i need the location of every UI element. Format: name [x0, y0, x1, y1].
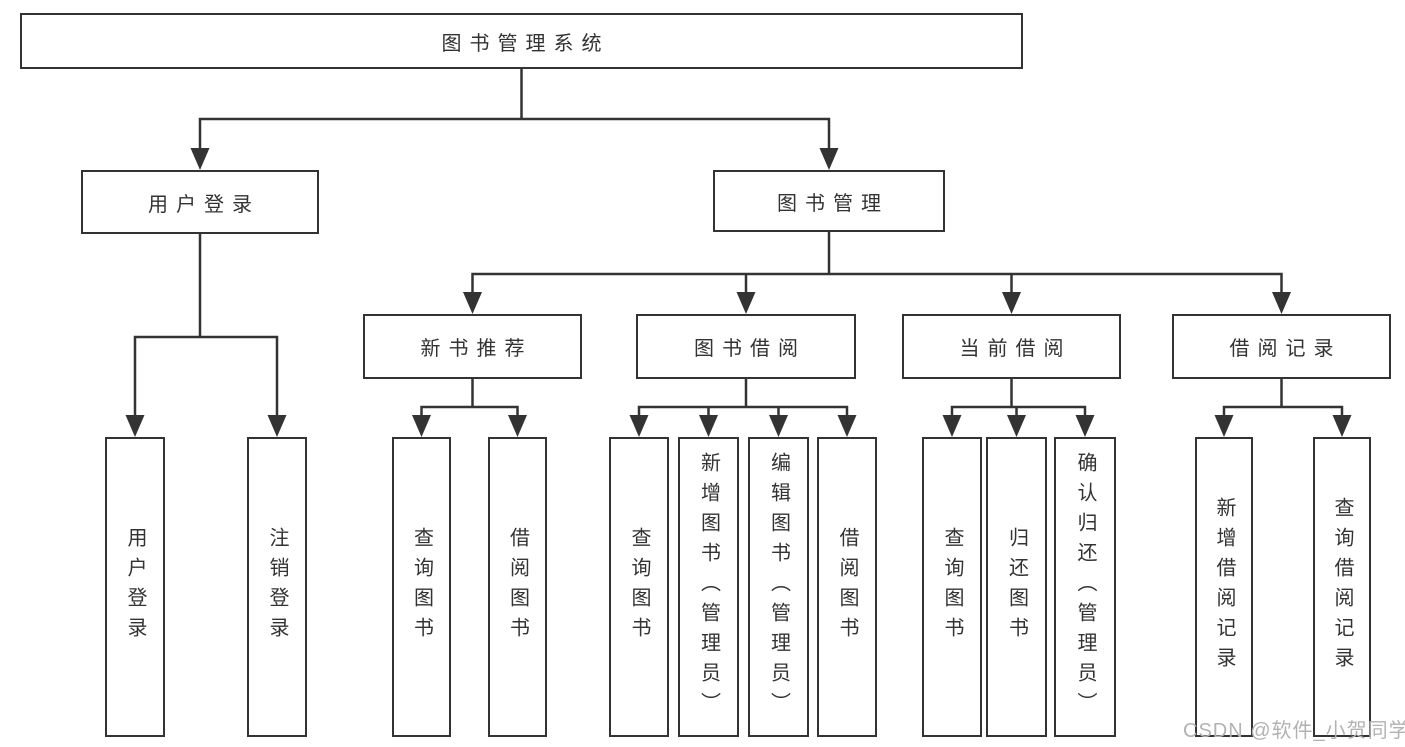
- node-library-system-label: 图书管理系统: [441, 32, 610, 55]
- node-user-login: 用户登录: [81, 170, 319, 234]
- arrowhead: [699, 415, 718, 437]
- node-current-borrowing: 当前借阅: [902, 314, 1121, 379]
- arrowhead: [125, 415, 145, 437]
- leaf-user-login: 用户登录: [105, 437, 165, 737]
- edge-root-to-level2: [198, 67, 831, 154]
- arrowhead: [1007, 415, 1026, 437]
- leaf-current-return-books: 归还图书: [986, 437, 1047, 737]
- leaf-records-add-record-label: 新增借阅记录: [1213, 497, 1235, 677]
- leaf-borrowing-query-books-label: 查询图书: [628, 527, 650, 647]
- leaf-newbook-query-books-label: 查询图书: [410, 527, 433, 647]
- node-book-borrowing-label: 图书借阅: [694, 338, 806, 360]
- node-library-system: 图书管理系统: [20, 13, 1023, 69]
- edge-bookmgmt-to-level3: [471, 230, 1283, 298]
- leaf-current-confirm-return-admin: 确认归还（管理员）: [1054, 437, 1116, 737]
- leaf-records-query-record: 查询借阅记录: [1313, 437, 1371, 737]
- edge-current-to-leaves: [950, 377, 1087, 421]
- arrowhead: [837, 415, 857, 437]
- csdn-watermark: CSDN @软件_小贺同学: [1183, 720, 1405, 742]
- leaf-newbook-query-books: 查询图书: [392, 437, 451, 737]
- leaf-borrowing-add-books-admin-label: 新增图书（管理员）: [697, 452, 720, 722]
- arrowhead: [1332, 415, 1352, 437]
- node-new-book-recommend: 新书推荐: [363, 314, 582, 379]
- leaf-current-confirm-return-admin-label: 确认归还（管理员）: [1074, 452, 1096, 722]
- arrowhead: [769, 415, 788, 437]
- leaf-current-query-books-label: 查询图书: [941, 527, 963, 647]
- arrowhead: [1002, 292, 1021, 314]
- leaf-current-query-books: 查询图书: [922, 437, 982, 737]
- edge-records-to-leaves: [1222, 377, 1344, 421]
- arrowhead: [1075, 415, 1095, 437]
- arrowhead: [463, 292, 482, 314]
- leaf-borrowing-borrow-books: 借阅图书: [817, 437, 877, 737]
- arrowhead: [508, 415, 527, 437]
- node-borrowing-records: 借阅记录: [1172, 314, 1391, 379]
- leaf-newbook-borrow-books: 借阅图书: [488, 437, 547, 737]
- arrowhead: [190, 148, 210, 170]
- arrowhead: [1272, 292, 1291, 314]
- edge-newbook-to-leaves: [420, 377, 519, 421]
- node-user-login-label: 用户登录: [148, 193, 260, 216]
- node-book-management: 图书管理: [713, 170, 945, 232]
- node-book-management-label: 图书管理: [777, 192, 889, 215]
- node-book-borrowing: 图书借阅: [636, 314, 856, 379]
- leaf-borrowing-borrow-books-label: 借阅图书: [836, 527, 858, 647]
- arrowhead: [1214, 415, 1234, 437]
- arrowhead: [629, 415, 649, 437]
- arrowhead: [412, 415, 431, 437]
- leaf-user-login-label: 用户登录: [124, 527, 146, 647]
- arrowhead: [942, 415, 962, 437]
- edge-borrowing-to-leaves: [637, 377, 849, 421]
- leaf-borrowing-edit-books-admin: 编辑图书（管理员）: [748, 437, 809, 737]
- node-new-book-recommend-label: 新书推荐: [420, 338, 533, 360]
- leaf-logout-label: 注销登录: [266, 527, 288, 647]
- leaf-newbook-borrow-books-label: 借阅图书: [506, 527, 529, 647]
- leaf-records-query-record-label: 查询借阅记录: [1331, 497, 1353, 677]
- edge-userlogin-to-leaves: [133, 232, 279, 421]
- arrowhead: [736, 292, 756, 314]
- node-current-borrowing-label: 当前借阅: [959, 338, 1072, 360]
- leaf-borrowing-edit-books-admin-label: 编辑图书（管理员）: [767, 452, 790, 722]
- leaf-logout: 注销登录: [247, 437, 307, 737]
- arrowhead: [819, 148, 839, 170]
- leaf-records-add-record: 新增借阅记录: [1195, 437, 1253, 737]
- leaf-borrowing-query-books: 查询图书: [609, 437, 669, 737]
- arrowhead: [267, 415, 287, 437]
- node-borrowing-records-label: 借阅记录: [1229, 338, 1342, 360]
- leaf-current-return-books-label: 归还图书: [1005, 527, 1028, 647]
- leaf-borrowing-add-books-admin: 新增图书（管理员）: [678, 437, 739, 737]
